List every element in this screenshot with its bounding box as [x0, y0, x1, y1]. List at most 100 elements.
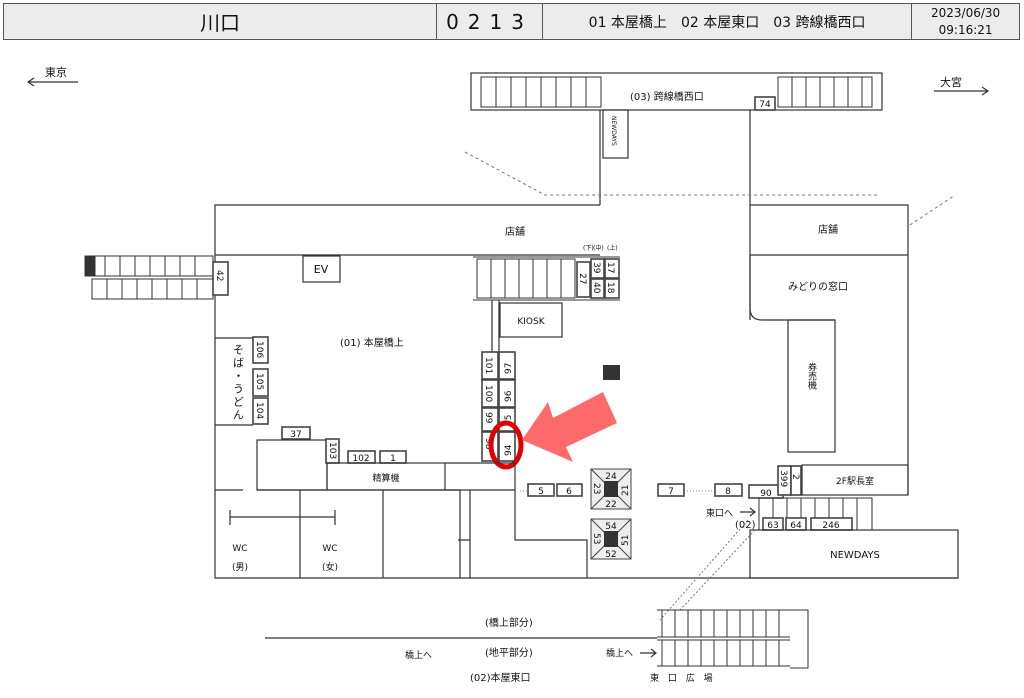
newdays-top [602, 109, 629, 159]
locker-27 [576, 261, 591, 298]
locker-42 [212, 261, 229, 296]
locker-101 [481, 351, 499, 380]
arrow-right-icon [934, 86, 990, 96]
locker-label: 90 [760, 489, 772, 499]
locker-label: 22 [605, 500, 616, 510]
newdays-bottom-label: NEWDAYS [830, 550, 880, 561]
locker-label: 98 [483, 438, 493, 450]
locker-label: 2 [790, 474, 800, 480]
locker-label: 39 [591, 262, 601, 274]
exit02-label: (02)本屋東口 [470, 671, 531, 684]
soba-label: そば・うどん [232, 344, 245, 422]
locker-100 [481, 379, 499, 408]
midori-window: みどりの窓口 [788, 280, 848, 293]
locker-97 [498, 351, 516, 380]
elevator-label: EV [314, 263, 329, 276]
highlight-circle [488, 420, 524, 470]
locker-label: 1 [390, 454, 396, 464]
locker-label: 105 [254, 373, 264, 390]
locker-label: 63 [767, 521, 778, 531]
concourse-walls [214, 204, 600, 490]
locker-17 [604, 258, 620, 279]
stairs-bottom [657, 609, 809, 669]
locker-label: 95 [504, 415, 514, 426]
to-east-label: 東口へ [706, 507, 733, 519]
locker-label: 51 [621, 535, 631, 546]
lower-walls [214, 489, 958, 579]
locker-96 [498, 379, 516, 408]
station-code: 0213 [437, 4, 543, 39]
to-bridge-left: 橋上へ [405, 649, 432, 661]
exit-02: 02 本屋東口 [680, 14, 760, 31]
upper-part-label: (橋上部分) [485, 616, 533, 629]
ticket-machine [787, 319, 836, 453]
locker-label: 106 [254, 341, 264, 358]
stairs-left [84, 255, 214, 300]
locker-label: 17 [605, 262, 615, 273]
stairs-top-left [480, 76, 602, 108]
locker-label: 64 [790, 521, 802, 531]
exit01-label: (01) 本屋橋上 [340, 336, 404, 349]
locker-label: 37 [290, 430, 301, 440]
locker-label: 18 [605, 282, 615, 294]
direction-west: 東京 [26, 65, 78, 87]
pillar-lockers-1: 24 22 23 21 [590, 468, 632, 510]
locker-label: 97 [504, 363, 514, 374]
west-bridge [470, 72, 883, 111]
kiosk-rail [491, 300, 500, 352]
locker-label: 6 [566, 487, 572, 497]
locker-label: 52 [605, 550, 616, 560]
locker-label: 40 [591, 282, 601, 294]
locker-label: 99 [483, 412, 493, 424]
locker-37 [281, 426, 311, 440]
exit-list: 01 本屋橋上 02 本屋東口 03 跨線橋西口 [543, 4, 913, 39]
exit03-label: (03) 跨線橋西口 [630, 90, 704, 103]
header-bar: 川口 0213 01 本屋橋上 02 本屋東口 03 跨線橋西口 2023/06… [3, 3, 1020, 40]
locker-2 [790, 465, 802, 496]
timestamp: 2023/06/30 09:16:21 [912, 4, 1019, 39]
stationmaster-label: 2F駅長室 [836, 475, 874, 487]
exit-03: 03 跨線橋西口 [773, 14, 866, 31]
locker-label: 8 [725, 487, 731, 497]
locker-5 [527, 483, 555, 497]
direction-east: 大宮 [934, 75, 990, 96]
wc-women: WC [322, 544, 337, 554]
locker-group-center: 27 39 40 17 18 [576, 258, 620, 299]
locker-label: 103 [327, 442, 337, 459]
exit02-short-label: (02) [735, 520, 756, 531]
locker-label: 94 [504, 444, 514, 456]
stair-up-label: (上) [607, 244, 618, 252]
arrow-left-icon [26, 77, 78, 87]
locker-label: 96 [504, 390, 514, 402]
locker-39 [590, 258, 605, 279]
date: 2023/06/30 [931, 5, 1001, 20]
locker-105 [252, 368, 269, 397]
stairs-top-right [777, 76, 873, 108]
locker-label: 42 [214, 270, 224, 281]
kiosk [499, 302, 563, 338]
newdays-bottom [749, 529, 959, 579]
elevator [302, 255, 341, 283]
locker-label: 7 [668, 487, 674, 497]
shop-left: 店舗 [505, 225, 525, 238]
locker-label: 246 [822, 521, 839, 531]
locker-label: 102 [352, 454, 369, 464]
locker-7 [657, 483, 685, 497]
dotted-guide [464, 151, 956, 226]
bridge-walls [599, 110, 751, 320]
stationmaster-office [801, 464, 909, 496]
locker-label: 74 [759, 100, 771, 110]
stair-mid-label: (中) [593, 244, 604, 252]
locker-label: 399 [778, 470, 788, 487]
locker-label: 100 [483, 385, 493, 402]
wc-men: WC [232, 544, 247, 554]
stairs-center [473, 256, 620, 301]
fare-adjust-label: 精算機 [372, 472, 399, 484]
locker-74 [754, 96, 776, 111]
arrow-right-icon [740, 507, 756, 517]
to-bridge-right: 橋上へ [606, 647, 633, 659]
wc-men-sub: (男) [232, 562, 248, 573]
locker-label: 23 [591, 483, 601, 494]
locker-column: 101 100 99 98 97 96 95 94 [481, 351, 516, 462]
